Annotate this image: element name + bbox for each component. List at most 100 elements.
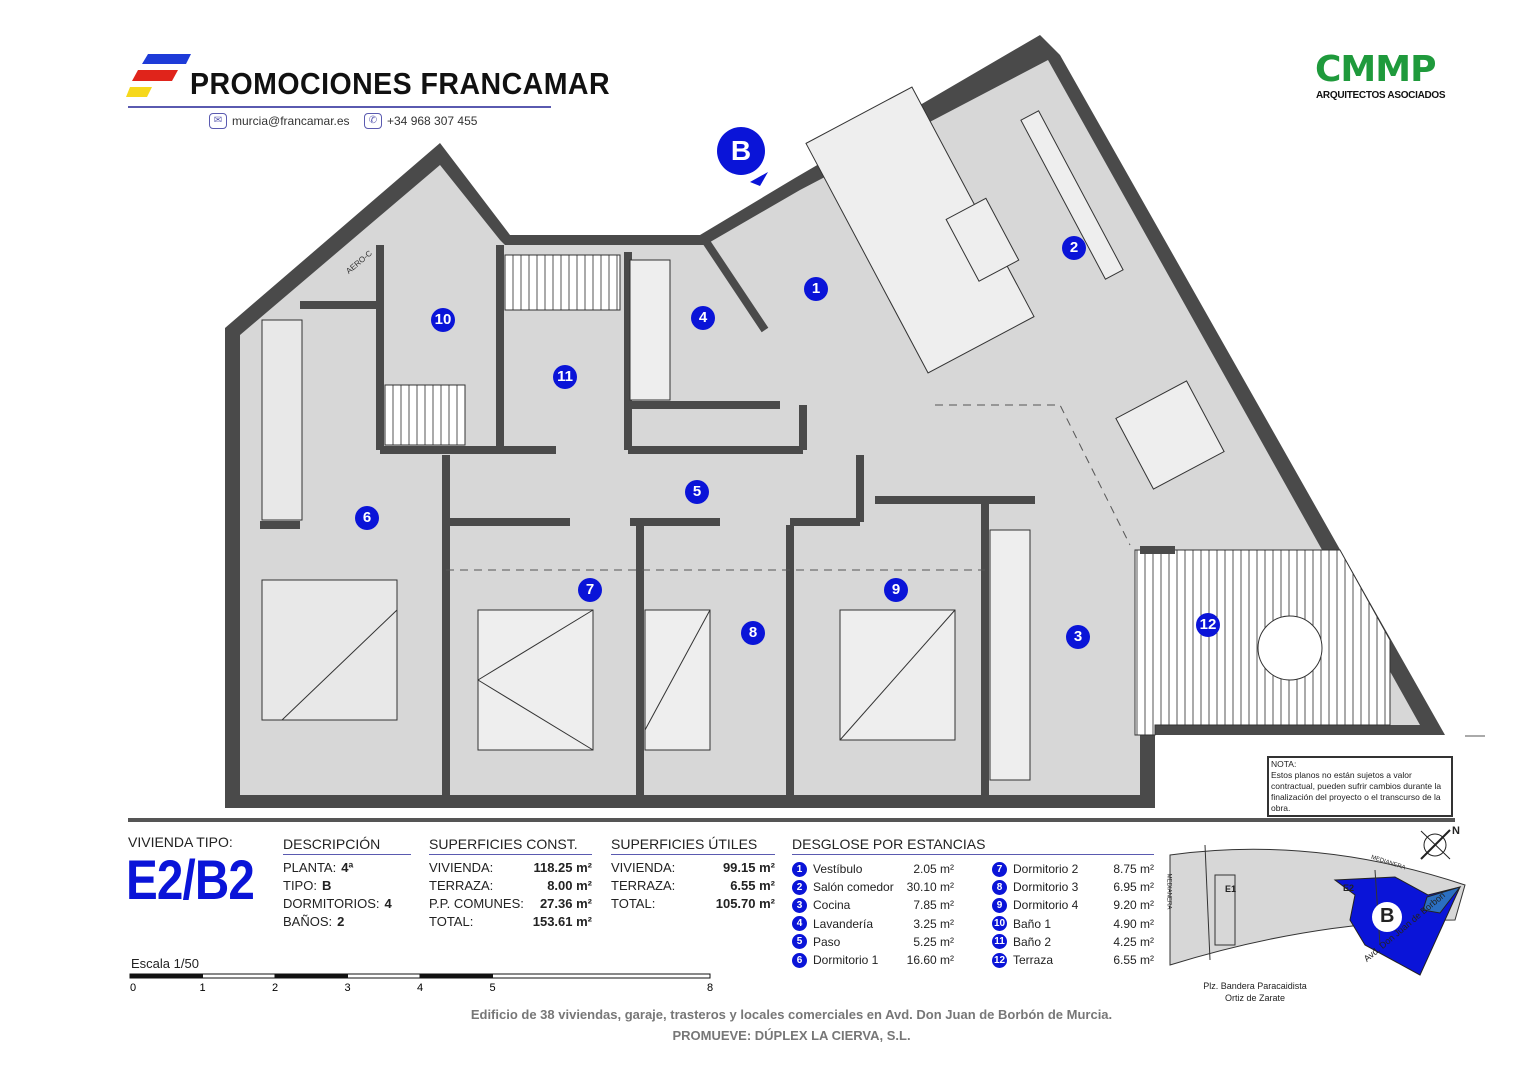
- room-number-badge: 11: [992, 934, 1007, 950]
- room-marker-4: 4: [691, 306, 715, 330]
- room-row: 11 Baño 2 4.25 m²: [992, 933, 1154, 951]
- room-number-badge: 2: [792, 879, 807, 895]
- room-marker-12: 12: [1196, 613, 1220, 637]
- room-area: 6.55 m²: [1113, 953, 1154, 968]
- room-number-badge: 9: [992, 898, 1007, 913]
- label: DORMITORIOS:: [283, 896, 380, 911]
- value: 99.15 m²: [722, 860, 775, 875]
- value: 4: [384, 896, 392, 911]
- footer-line2: PROMUEVE: DÚPLEX LA CIERVA, S.L.: [672, 1028, 911, 1043]
- label: TOTAL:: [611, 896, 656, 911]
- room-area: 2.05 m²: [913, 862, 954, 876]
- room-marker-8: 8: [741, 621, 765, 645]
- phone-text: +34 968 307 455: [387, 114, 478, 128]
- keyplan-street1: Plz. Bandera Paracaidista Ortiz de Zarat…: [1195, 980, 1315, 1004]
- value: 27.36 m²: [539, 896, 592, 911]
- value: 105.70 m²: [715, 896, 775, 911]
- room-area: 6.95 m²: [1113, 880, 1154, 895]
- room-marker-1: 1: [804, 277, 828, 301]
- room-name: Dormitorio 4: [1013, 898, 1079, 913]
- nota-box: NOTA: Estos planos no están sujetos a va…: [1267, 756, 1453, 817]
- room-number-badge: 5: [792, 934, 807, 950]
- label: TIPO:: [283, 878, 317, 893]
- room-marker-7: 7: [578, 578, 602, 602]
- email-contact[interactable]: ✉ murcia@francamar.es: [209, 113, 350, 129]
- architect-subtitle: ARQUITECTOS ASOCIADOS: [1316, 90, 1446, 101]
- section-title: DESCRIPCIÓN: [283, 836, 411, 855]
- value: 118.25 m²: [533, 860, 592, 875]
- value: 6.55 m²: [730, 878, 775, 893]
- room-row: 9 Dormitorio 4 9.20 m²: [992, 896, 1154, 914]
- francamar-logo-icon: [126, 54, 191, 97]
- descripcion-section: DESCRIPCIÓN PLANTA:4ª TIPO:B DORMITORIOS…: [283, 836, 411, 931]
- room-area: 3.25 m²: [913, 916, 954, 931]
- keyplan-b: B: [1380, 905, 1395, 927]
- room-row: 7 Dormitorio 2 8.75 m²: [992, 860, 1154, 878]
- label: TOTAL:: [429, 914, 474, 929]
- room-name: Baño 2: [1013, 934, 1052, 949]
- entrance-arrow-icon: [750, 172, 768, 186]
- room-area: 8.75 m²: [1113, 862, 1154, 876]
- room-marker-5: 5: [685, 480, 709, 504]
- value: 153.61 m²: [532, 914, 592, 929]
- room-marker-9: 9: [884, 578, 908, 602]
- superficies-const-section: SUPERFICIES CONST. VIVIENDA:118.25 m² TE…: [429, 836, 592, 931]
- room-area: 4.25 m²: [1113, 934, 1154, 949]
- scale-segment: [274, 973, 348, 979]
- room-marker-2: 2: [1062, 236, 1086, 260]
- room-number-badge: 10: [992, 916, 1007, 932]
- street-name: Plz. Bandera Paracaidista: [1203, 981, 1307, 991]
- phone-icon: ✆: [364, 113, 382, 129]
- envelope-icon: ✉: [209, 113, 227, 129]
- scale-tick-label: 3: [345, 982, 351, 994]
- keyplan-e1: E1: [1225, 884, 1237, 894]
- entrance-marker: B: [717, 127, 765, 175]
- value: B: [321, 878, 332, 893]
- room-number-badge: 12: [992, 952, 1007, 968]
- room-name: Vestíbulo: [813, 862, 863, 876]
- room-name: Dormitorio 1: [813, 953, 879, 968]
- room-name: Terraza: [1013, 953, 1054, 968]
- scale-tick-label: 2: [272, 982, 278, 994]
- room-name: Cocina: [813, 898, 851, 913]
- terrace: [1134, 549, 1391, 736]
- scale-tick-label: 4: [417, 982, 423, 994]
- scale-segment: [202, 973, 276, 979]
- value: 8.00 m²: [547, 878, 592, 893]
- email-text: murcia@francamar.es: [232, 114, 350, 128]
- scale-tick-label: 8: [707, 982, 713, 994]
- phone-contact[interactable]: ✆ +34 968 307 455: [364, 113, 477, 129]
- room-name: Dormitorio 2: [1013, 862, 1079, 876]
- room-row: 1 Vestíbulo 2.05 m²: [792, 860, 954, 878]
- room-marker-3: 3: [1066, 625, 1090, 649]
- scale-tick-label: 0: [130, 982, 136, 994]
- nota-text: Estos planos no están sujetos a valor co…: [1271, 770, 1442, 813]
- label: TERRAZA:: [611, 878, 676, 893]
- divider: [128, 106, 551, 108]
- room-marker-10: 10: [431, 308, 455, 332]
- architect-logo: CMMP: [1315, 49, 1436, 90]
- superficies-utiles-section: SUPERFICIES ÚTILES VIVIENDA:99.15 m² TER…: [611, 836, 775, 913]
- keyplan-north: N: [1452, 825, 1460, 837]
- room-number-badge: 1: [792, 861, 807, 877]
- label: BAÑOS:: [283, 914, 333, 929]
- room-name: Dormitorio 3: [1013, 880, 1079, 895]
- room-name: Salón comedor: [813, 880, 894, 895]
- room-name: Lavandería: [813, 916, 874, 931]
- vivienda-label: VIVIENDA TIPO:: [128, 834, 233, 850]
- room-area: 9.20 m²: [1113, 898, 1154, 913]
- brand-name: PROMOCIONES FRANCAMAR: [190, 66, 611, 101]
- furniture: [261, 86, 1225, 781]
- room-number-badge: 6: [792, 952, 807, 968]
- room-marker-6: 6: [355, 506, 379, 530]
- room-marker-11: 11: [553, 365, 577, 389]
- room-number-badge: 7: [992, 861, 1007, 877]
- label: PLANTA:: [283, 860, 337, 875]
